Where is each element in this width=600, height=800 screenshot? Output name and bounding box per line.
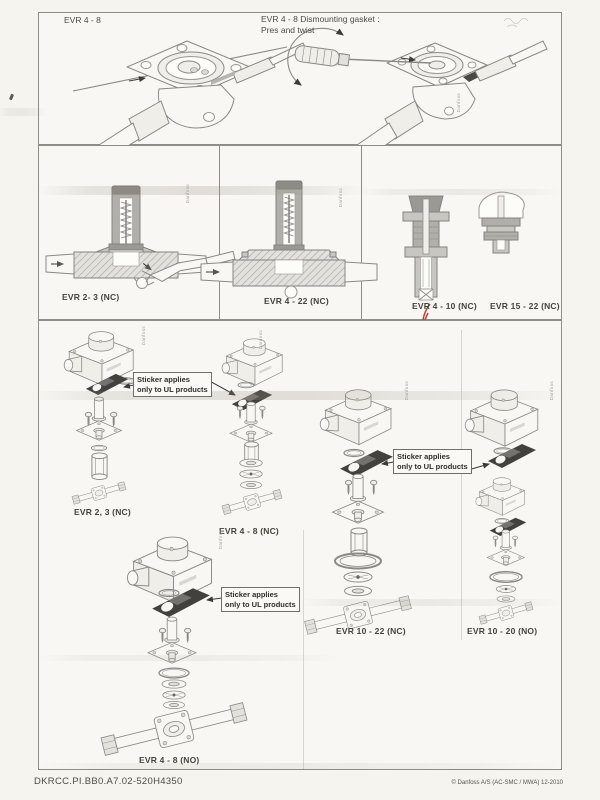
cross-section-evr-15-22 bbox=[478, 191, 525, 254]
o-ring-illustration bbox=[237, 381, 255, 389]
diaphragm-illustration bbox=[343, 571, 373, 583]
exploded-views-box bbox=[38, 320, 562, 770]
sticker-note-line1: Sticker applies bbox=[137, 375, 190, 384]
coil-illustration bbox=[319, 389, 392, 446]
gasket-illustration bbox=[489, 571, 523, 583]
panel-divider bbox=[219, 146, 220, 319]
panel-divider bbox=[361, 146, 362, 319]
exploded-evr-10-22 bbox=[303, 389, 413, 640]
cross-section-drawings bbox=[45, 180, 525, 321]
cross-section-evr-4-22 bbox=[200, 180, 378, 299]
print-code: Danfoss bbox=[218, 530, 223, 550]
dismounting-instruction: EVR 4 - 8 Dismounting gasket : Pres and … bbox=[261, 14, 380, 36]
cross-section-evr-2-3 bbox=[45, 185, 207, 289]
coil-illustration bbox=[221, 338, 283, 386]
screwdriver-shaft bbox=[340, 58, 432, 64]
sticker-note-3: Sticker applies only to UL products bbox=[221, 587, 300, 612]
document-number: DKRCC.PI.BB0.A7.02-520H4350 bbox=[34, 776, 183, 787]
print-code: Danfoss bbox=[456, 93, 461, 113]
valve-body-illustration bbox=[220, 486, 284, 518]
exploded-evr-10-20 bbox=[464, 389, 539, 627]
twist-arrow bbox=[287, 27, 344, 86]
top-instruction-box: Danfoss bbox=[38, 12, 562, 160]
top-valve-label: EVR 4 - 8 bbox=[64, 15, 101, 25]
armature-flange-illustration bbox=[229, 401, 273, 443]
gasket-illustration bbox=[334, 552, 382, 570]
label-evr-2-3-nc: EVR 2- 3 (NC) bbox=[62, 292, 120, 302]
sticker-note-line2: only to UL products bbox=[397, 461, 468, 471]
ul-sticker-illustration bbox=[488, 444, 536, 468]
insert-illustration bbox=[350, 527, 368, 557]
label-evr-4-10-nc: EVR 4 - 10 (NC) bbox=[412, 301, 477, 311]
dismounting-illustrations bbox=[72, 18, 548, 160]
label-evr-10-20-exploded: EVR 10 - 20 (NO) bbox=[467, 626, 538, 636]
exploded-evr-4-8-no bbox=[99, 536, 249, 763]
washer-illustration bbox=[163, 701, 185, 709]
label-evr-2-3-exploded: EVR 2, 3 (NC) bbox=[74, 507, 131, 517]
coil-illustration bbox=[464, 389, 539, 447]
label-evr-4-8-nc-exploded: EVR 4 - 8 (NC) bbox=[219, 526, 279, 536]
washer-illustration bbox=[161, 679, 187, 689]
label-evr-4-8-no-exploded: EVR 4 - 8 (NO) bbox=[139, 755, 200, 765]
print-code: Danfoss bbox=[404, 381, 409, 401]
coil-illustration bbox=[475, 477, 525, 516]
label-evr-15-22-nc: EVR 15 - 22 (NC) bbox=[490, 301, 560, 311]
label-evr-4-22-nc: EVR 4 - 22 (NC) bbox=[264, 296, 329, 306]
insert-illustration bbox=[91, 452, 108, 481]
gasket-illustration bbox=[158, 667, 190, 679]
diaphragm-illustration bbox=[239, 469, 263, 479]
cross-section-row: Danfoss Danfoss bbox=[38, 145, 562, 321]
valve-body-illustration bbox=[478, 599, 534, 627]
sticker-note-line1: Sticker applies bbox=[397, 452, 450, 461]
print-code: Danfoss bbox=[141, 326, 146, 346]
exploded-view-drawings bbox=[63, 331, 539, 763]
washer-illustration bbox=[344, 585, 372, 597]
o-ring-illustration bbox=[343, 448, 365, 458]
washer-illustration bbox=[496, 595, 516, 603]
print-code: Danfoss bbox=[549, 381, 554, 401]
exploded-evr-2-3 bbox=[63, 331, 136, 507]
label-evr-10-22-exploded: EVR 10 - 22 (NC) bbox=[336, 626, 406, 636]
cross-section-evr-4-10 bbox=[402, 195, 450, 301]
print-code: Danfoss bbox=[338, 188, 343, 208]
sticker-note-line2: only to UL products bbox=[225, 599, 296, 609]
armature-flange-illustration bbox=[147, 616, 197, 664]
diaphragm-illustration bbox=[495, 585, 517, 593]
print-code: Danfoss bbox=[258, 330, 263, 350]
valve-body-illustration bbox=[71, 479, 127, 507]
scan-speck bbox=[8, 93, 15, 101]
instruction-line-1: EVR 4 - 8 Dismounting gasket : bbox=[261, 14, 380, 24]
sticker-note-1: Sticker applies only to UL products bbox=[133, 372, 212, 397]
press-and-twist-illustration bbox=[287, 27, 548, 160]
screwdriver-handle bbox=[294, 45, 351, 67]
washer-illustration bbox=[239, 458, 263, 468]
sticker-note-line2: only to UL products bbox=[137, 384, 208, 394]
diaphragm-illustration bbox=[162, 690, 186, 700]
sticker-note-line1: Sticker applies bbox=[225, 590, 278, 599]
sticker-note-2: Sticker applies only to UL products bbox=[393, 449, 472, 474]
red-pen-mark bbox=[422, 303, 431, 321]
brand-strip bbox=[211, 71, 235, 85]
print-code: Danfoss bbox=[185, 184, 190, 204]
copyright-notice: © Danfoss A/S (AC-SMC / MWA) 12-2010 bbox=[451, 780, 563, 786]
pencil-mark bbox=[503, 18, 529, 28]
armature-flange-illustration bbox=[76, 396, 122, 441]
o-ring-illustration bbox=[90, 444, 108, 452]
instruction-line-2: Pres and twist bbox=[261, 25, 315, 35]
exploded-evr-4-8-nc bbox=[220, 338, 284, 518]
armature-flange-illustration bbox=[486, 529, 525, 566]
valve-top-view-illustration bbox=[72, 40, 307, 160]
washer-illustration bbox=[240, 481, 262, 489]
